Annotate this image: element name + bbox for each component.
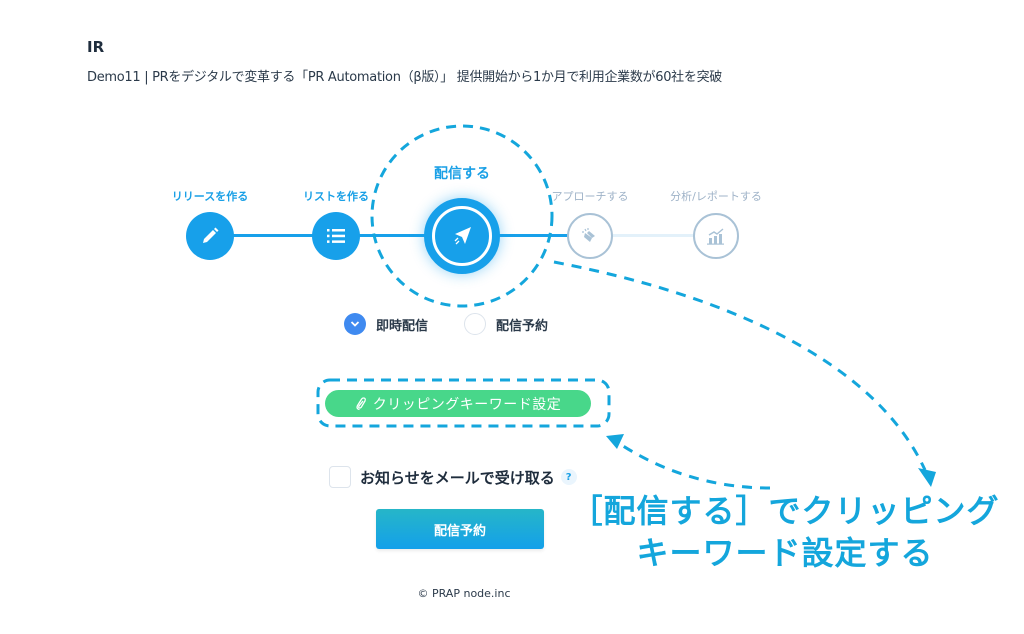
step-label-analyze[interactable]: 分析/レポートする: [670, 190, 762, 203]
radio-scheduled[interactable]: [464, 313, 487, 335]
schedule-delivery-button[interactable]: 配信予約: [376, 509, 544, 549]
step-label-deliver[interactable]: 配信する: [434, 166, 490, 182]
step-label-create-list[interactable]: リストを作る: [303, 190, 369, 203]
clipping-keyword-label: クリッピングキーワード設定: [372, 396, 562, 413]
arrow-head-down: [918, 468, 936, 487]
radio-option-scheduled[interactable]: 配信予約: [464, 313, 548, 335]
arrow-to-clipping: [619, 442, 771, 490]
pencil-icon: [203, 227, 219, 243]
list-icon: [327, 229, 345, 243]
radio-scheduled-label: 配信予約: [496, 318, 549, 334]
radio-immediate-label: 即時配信: [376, 318, 429, 334]
release-title: Demo11 | PRをデジタルで変革する「PR Automation（β版）」…: [87, 70, 722, 85]
paper-plane-icon: [454, 227, 471, 245]
megaphone-icon: [582, 228, 595, 242]
email-notify-row: お知らせをメールで受け取る ?: [329, 466, 577, 488]
check-icon: [350, 321, 360, 327]
arrow-head-left: [606, 434, 624, 449]
annotation-line-1: ［配信する］でクリッピング: [570, 492, 1000, 530]
radio-immediate[interactable]: [344, 313, 366, 335]
step-connector-pending: [590, 234, 718, 237]
footer-copyright: © PRAP node.inc: [417, 587, 511, 600]
step-deliver[interactable]: [424, 198, 500, 274]
step-label-approach[interactable]: アプローチする: [551, 190, 629, 203]
annotation-line-2: キーワード設定する: [636, 534, 934, 572]
bar-chart-icon: [707, 228, 724, 245]
step-approach[interactable]: [567, 213, 613, 259]
arrow-to-annotation: [553, 260, 927, 471]
help-icon[interactable]: ?: [560, 469, 577, 485]
step-label-create-release[interactable]: リリースを作る: [171, 190, 249, 203]
paperclip-icon: [356, 396, 366, 410]
step-deliver-inner: [432, 206, 492, 266]
step-analyze[interactable]: [693, 213, 739, 259]
radio-option-immediate[interactable]: 即時配信: [344, 313, 428, 335]
page-title: IR: [87, 38, 105, 56]
step-create-list[interactable]: [312, 212, 360, 260]
email-notify-checkbox[interactable]: [329, 466, 351, 488]
clipping-keyword-button[interactable]: クリッピングキーワード設定: [325, 390, 591, 417]
step-create-release[interactable]: [186, 212, 234, 260]
email-notify-label[interactable]: お知らせをメールで受け取る: [360, 468, 555, 487]
annotation-callout: ［配信する］でクリッピング キーワード設定する: [560, 490, 1010, 574]
delivery-type-radio-group: 即時配信 配信予約: [344, 313, 548, 335]
